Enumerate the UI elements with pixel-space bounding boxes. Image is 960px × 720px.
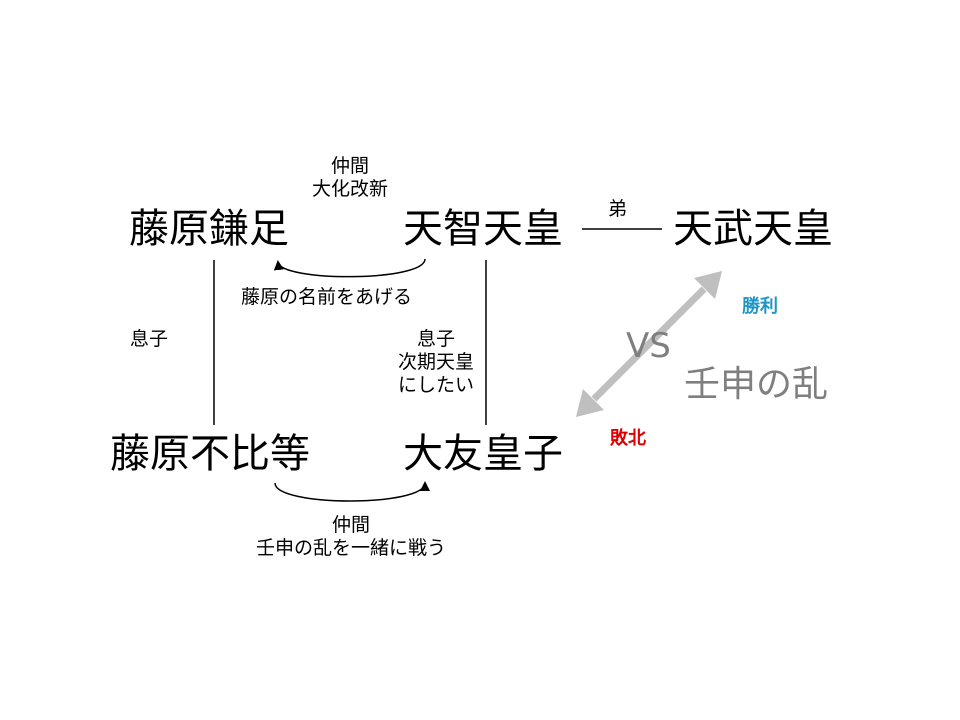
son-right-line2: 次期天皇 [397,350,474,373]
son-right-line1: 息子 [416,328,455,350]
give-name-arrow [273,258,426,278]
son-left-label: 息子 [130,328,169,350]
person-fuhito: 藤原不比等 [110,431,310,477]
win-label: 勝利 [742,296,778,317]
person-otomo: 大友皇子 [403,431,563,477]
ally-bottom-label: 仲間 壬申の乱を一緒に戦う [226,514,476,560]
person-tenmu: 天武天皇 [673,206,833,252]
person-tenji: 天智天皇 [403,206,563,252]
person-kamatari: 藤原鎌足 [129,206,289,252]
brother-label: 弟 [608,198,628,220]
conflict-arrow-shaft [591,286,707,402]
ally-top-line1: 仲間 [330,155,369,177]
ally-bottom-arrow [274,481,430,502]
son-right-label: 息子 次期天皇 にしたい [386,328,486,396]
conflict-arrow-head-down [576,389,604,417]
ally-bottom-line2: 壬申の乱を一緒に戦う [255,536,446,559]
son-right-line3: にしたい [397,373,474,396]
conflict-arrow-head-up [694,271,722,299]
give-name-label: 藤原の名前をあげる [241,286,413,308]
vs-label: VS [626,326,671,366]
ally-bottom-line1: 仲間 [331,514,370,536]
ally-top-label: 仲間 大化改新 [302,155,398,201]
ally-top-line2: 大化改新 [311,177,388,200]
lose-label: 敗北 [610,428,646,449]
war-label: 壬申の乱 [684,364,829,405]
